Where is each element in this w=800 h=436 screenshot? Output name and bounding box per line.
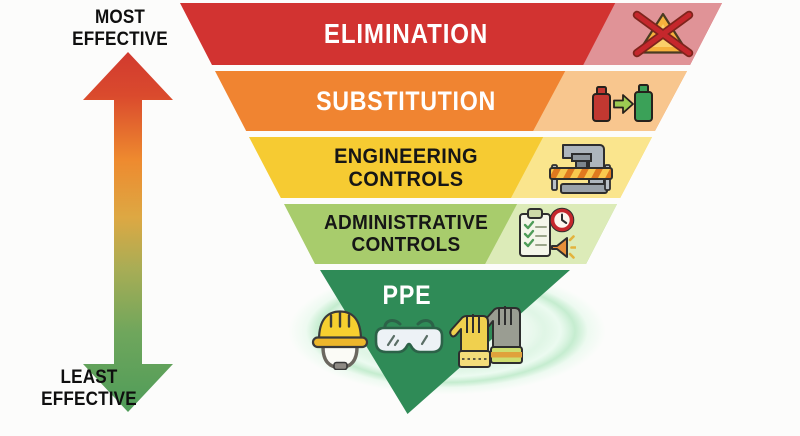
crossed-out-hazard-icon (632, 10, 694, 58)
swap-bottles-icon (592, 84, 653, 122)
tier-engineering-line2: CONTROLS (348, 167, 464, 191)
least-effective-label: LEAST EFFECTIVE (27, 367, 151, 411)
clipboard-clock-megaphone-icon (519, 207, 576, 259)
effectiveness-gradient-arrow-icon (83, 52, 173, 412)
machine-guard-icon (549, 144, 613, 194)
most-effective-label: MOST EFFECTIVE (62, 7, 179, 51)
tier-engineering-controls-label: ENGINEERING CONTROLS (257, 137, 555, 198)
hard-hat-icon (311, 310, 369, 370)
tier-engineering-line1: ENGINEERING (334, 144, 478, 168)
tier-elimination-text: ELIMINATION (323, 18, 489, 49)
safety-goggles-icon (374, 319, 444, 354)
tier-substitution-text: SUBSTITUTION (316, 85, 496, 116)
tier-elimination-label: ELIMINATION (212, 3, 601, 65)
tier-ppe-text: PPE (382, 279, 432, 310)
least-effective-line1: LEAST (60, 367, 118, 388)
least-effective-line2: EFFECTIVE (41, 389, 137, 410)
tier-administrative-controls-label: ADMINISTRATIVE CONTROLS (290, 204, 522, 264)
tier-ppe-label: PPE (343, 274, 472, 316)
tier-substitution-label: SUBSTITUTION (242, 71, 571, 131)
tier-administrative-line1: ADMINISTRATIVE (323, 212, 489, 234)
tier-administrative-line2: CONTROLS (351, 234, 461, 256)
most-effective-line2: EFFECTIVE (72, 29, 168, 50)
most-effective-line1: MOST (94, 7, 146, 28)
work-gloves-icon (449, 306, 523, 368)
